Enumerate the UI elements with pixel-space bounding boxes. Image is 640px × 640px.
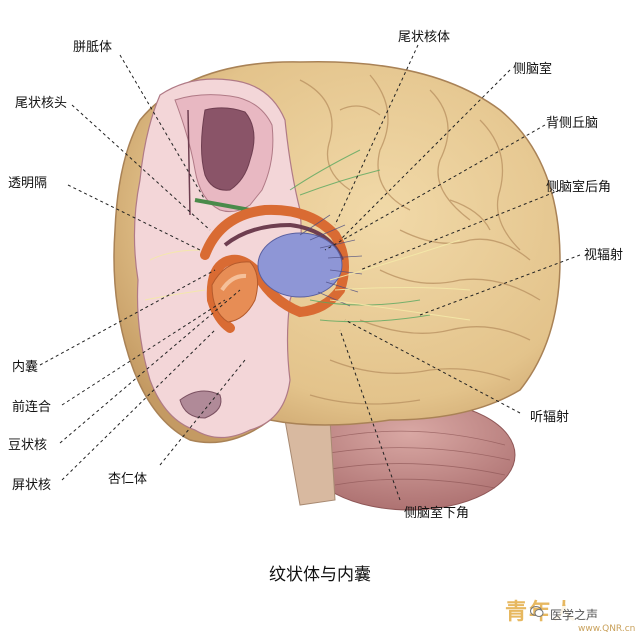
label-dorsal-thalamus: 背侧丘脑 [546,116,599,131]
watermark-text: 医学之声 [548,606,601,623]
internal-capsule-fibers [299,214,363,307]
label-inferior-horn: 侧脑室下角 [404,506,470,521]
label-posterior-horn: 侧脑室后角 [546,180,612,195]
label-claustrum: 屏状核 [12,478,52,493]
cerebellum-folia [317,430,511,489]
label-corpus-callosum: 胼胝体 [73,40,113,55]
label-amygdala: 杏仁体 [108,472,148,487]
label-lateral-ventricle: 侧脑室 [513,62,553,77]
label-septum: 透明隔 [8,176,48,191]
watermark-url: www.QNR.cn [578,624,636,634]
dorsal-thalamus [257,232,343,298]
label-caudate-body: 尾状核体 [398,30,451,45]
leader-lines [39,44,581,501]
brainstem [284,419,336,506]
label-anterior-commissure: 前连合 [12,400,52,415]
lentiform-nucleus [211,261,259,323]
lateral-ventricle-cavity [201,107,255,191]
figure-caption: 纹状体与内囊 [269,565,371,585]
label-internal-capsule: 内囊 [12,360,39,375]
caudate-nucleus [200,204,349,333]
amygdala [179,390,222,419]
label-lentiform: 豆状核 [8,438,48,453]
label-auditory-radiation: 听辐射 [530,410,570,425]
label-caudate-head: 尾状核头 [15,96,68,111]
label-optic-radiation: 视辐射 [584,248,624,263]
chat-icon [530,606,544,617]
